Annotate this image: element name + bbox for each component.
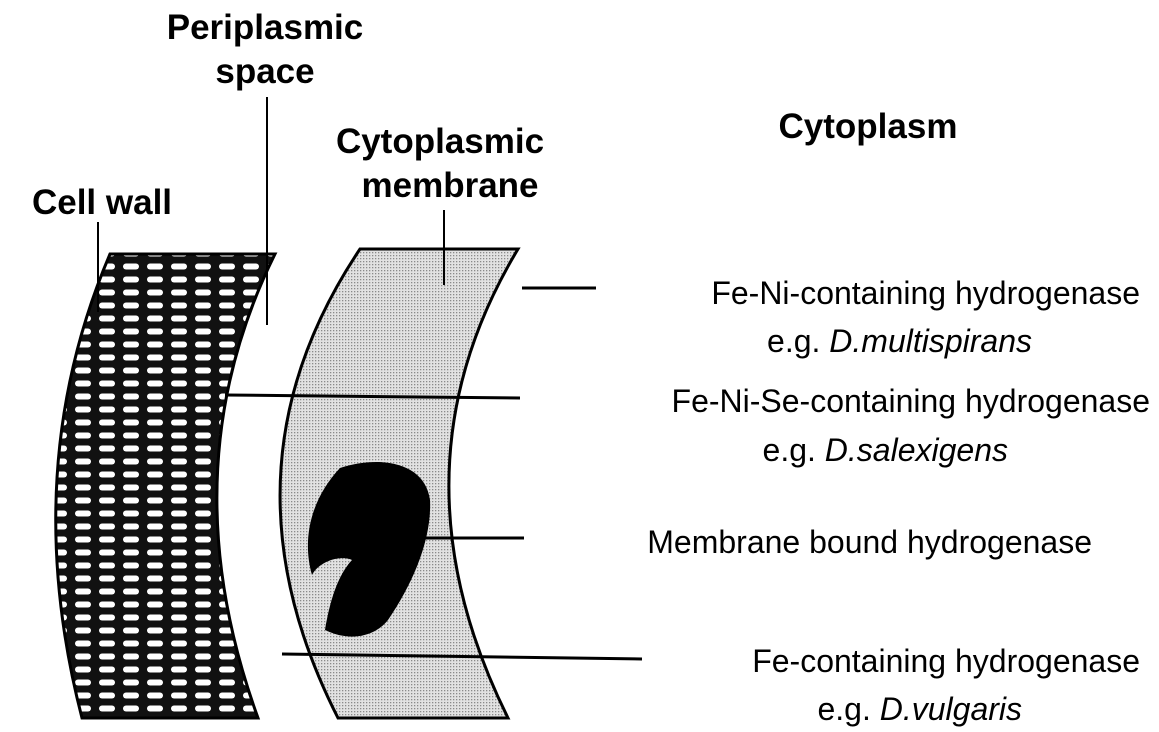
fe-hydrogenase-label: Fe-containing hydrogenase	[752, 643, 1140, 679]
species-d-salexigens: D.salexigens	[825, 432, 1008, 468]
species-d-vulgaris: D.vulgaris	[880, 691, 1022, 727]
cytoplasmic-membrane-label-line2: membrane	[361, 166, 538, 205]
periplasmic-space-label-line1: Periplasmic	[167, 8, 364, 47]
fe-ni-se-hydrogenase-example: e.g. D.salexigens	[763, 432, 1008, 468]
fe-ni-se-hydrogenase-leader	[225, 395, 520, 398]
membrane-bound-hydrogenase-label: Membrane bound hydrogenase	[647, 524, 1092, 560]
cell-wall-band	[56, 254, 275, 718]
cytoplasmic-membrane-label-line1: Cytoplasmic	[336, 122, 544, 161]
fe-hydrogenase-example: e.g. D.vulgaris	[817, 691, 1022, 727]
periplasmic-space-label-line2: space	[215, 52, 314, 91]
cell-wall-label: Cell wall	[32, 183, 172, 222]
fe-ni-hydrogenase-example: e.g. D.multispirans	[767, 323, 1032, 359]
fe-ni-se-hydrogenase-label: Fe-Ni-Se-containing hydrogenase	[672, 383, 1150, 419]
fe-ni-hydrogenase-label: Fe-Ni-containing hydrogenase	[711, 275, 1140, 311]
species-d-multispirans: D.multispirans	[829, 323, 1032, 359]
cytoplasm-label: Cytoplasm	[779, 107, 958, 146]
